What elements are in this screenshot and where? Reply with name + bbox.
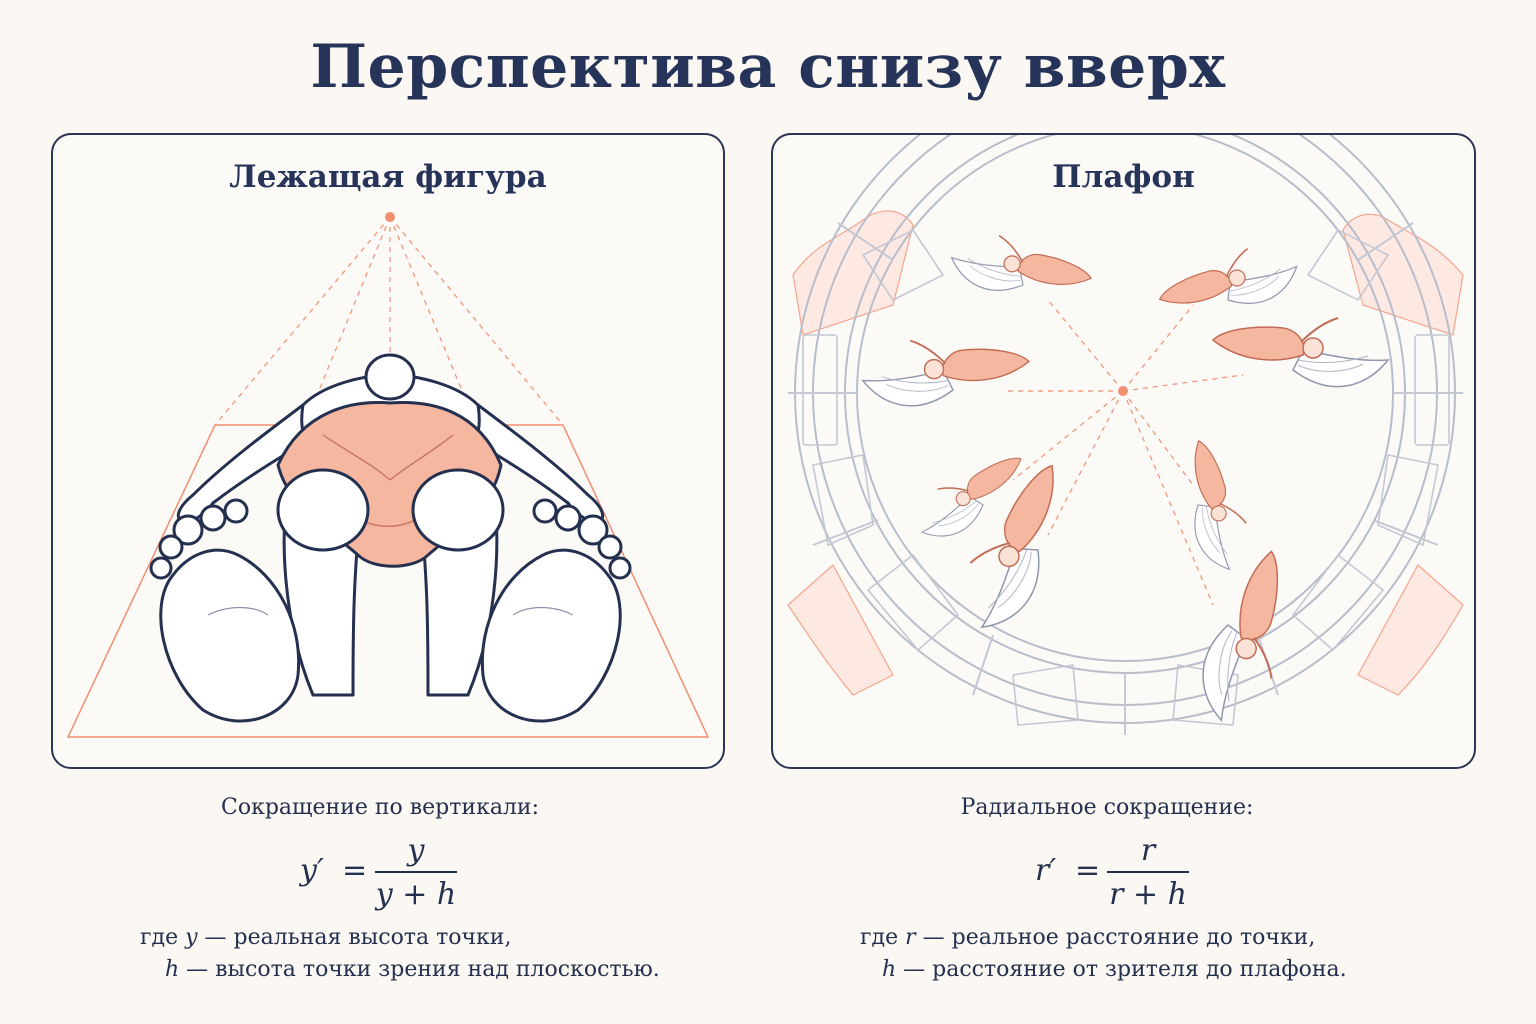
feet: [149, 498, 632, 723]
formula-denominator: r + h: [1109, 877, 1187, 912]
right-caption: Радиальное сокращение:: [960, 795, 1254, 820]
right-note-line2: h — расстояние от зрителя до плафона.: [882, 957, 1347, 982]
left-caption: Сокращение по вертикали:: [221, 795, 539, 820]
angel-figure: [861, 224, 1389, 729]
formula-numerator: y: [407, 833, 425, 868]
ceiling-panel: Плафон: [771, 133, 1476, 769]
right-formula: r′ = r r + h: [1035, 833, 1235, 913]
formula-lhs: r′: [1035, 853, 1057, 888]
formula-equals: =: [1075, 853, 1101, 888]
formula-equals: =: [342, 853, 368, 888]
page-title: Перспектива снизу вверх: [310, 32, 1226, 102]
formula-fraction: r r + h: [1107, 833, 1189, 913]
formula-fraction: y y + h: [375, 833, 457, 913]
formula-lhs: y′: [300, 853, 324, 888]
left-note-line2: h — высота точки зрения над плоскостью.: [165, 957, 660, 982]
ceiling-dome-illustration: [787, 135, 1464, 735]
right-note-line1: где r — реальное расстояние до точки,: [860, 925, 1316, 950]
left-panel-title: Лежащая фигура: [229, 159, 547, 195]
right-panel-title: Плафон: [1052, 159, 1195, 195]
left-formula: y′ = y y + h: [300, 833, 500, 913]
vanishing-point: [385, 212, 395, 222]
reclining-figure-panel: Лежащая фигура: [51, 133, 725, 769]
formula-denominator: y + h: [375, 877, 457, 912]
left-note-line1: где y — реальная высота точки,: [140, 925, 512, 950]
reclining-figure-illustration: [66, 212, 710, 738]
formula-numerator: r: [1140, 833, 1156, 868]
center-point: [1118, 386, 1128, 396]
